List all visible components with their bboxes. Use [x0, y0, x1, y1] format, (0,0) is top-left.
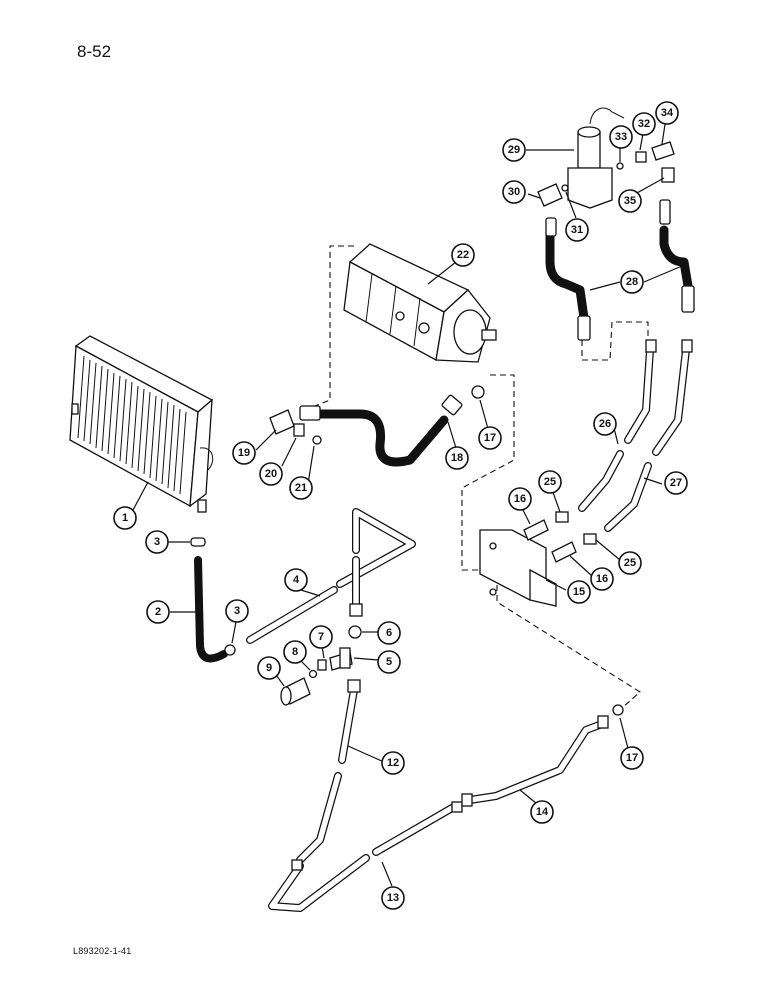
callout: 26 [593, 412, 617, 436]
drain-hose [190, 537, 236, 663]
tube-14 [461, 704, 624, 807]
callout-label: 3 [154, 536, 160, 548]
callout-label: 4 [293, 574, 300, 586]
callout-label: 29 [508, 144, 520, 156]
callout: 18 [445, 446, 469, 470]
callout: 31 [565, 218, 589, 242]
page-number: 8-52 [77, 42, 112, 61]
dashed-link-28-26 [581, 321, 649, 361]
dashed-link-15-17 [496, 585, 641, 709]
callout-label: 7 [318, 631, 324, 643]
callout: 29 [502, 138, 526, 162]
callout-label: 12 [387, 757, 399, 769]
callout-label: 13 [387, 892, 399, 904]
callout-label: 26 [599, 418, 611, 430]
pump-pressure-hose [269, 385, 485, 467]
callout-label: 8 [292, 646, 298, 658]
tee-fitting-group [280, 625, 362, 706]
callout-label: 16 [596, 573, 608, 585]
tubes-26-27 [578, 339, 693, 532]
tube-13 [268, 801, 463, 912]
callout: 34 [655, 101, 679, 125]
callout-label: 3 [234, 605, 240, 617]
callout-label: 22 [457, 249, 469, 261]
callout-label: 6 [386, 627, 392, 639]
callout-label: 14 [536, 806, 549, 818]
callout: 33 [609, 125, 633, 149]
oil-cooler [69, 335, 214, 513]
callout-label: 35 [624, 195, 636, 207]
callout: 13 [381, 886, 405, 910]
callout-label: 18 [451, 452, 463, 464]
callout: 28 [620, 270, 644, 294]
valve-hoses [545, 199, 695, 341]
callout: 7 [309, 625, 333, 649]
callout: 17 [620, 746, 644, 770]
callout-label: 30 [508, 186, 520, 198]
callout: 4 [284, 568, 308, 592]
figure-code: L893202-1-41 [73, 946, 132, 956]
callout-label: 19 [238, 447, 250, 459]
callout: 9 [257, 656, 281, 680]
callout-label: 21 [295, 482, 307, 494]
callout-label: 17 [484, 432, 496, 444]
callout: 16 [590, 567, 614, 591]
callout-label: 15 [573, 586, 585, 598]
callout: 3 [145, 530, 169, 554]
callout: 16 [508, 487, 532, 511]
callout: 25 [538, 470, 562, 494]
control-valve [537, 107, 675, 209]
callout: 27 [664, 471, 688, 495]
callout: 2 [146, 600, 170, 624]
callout-label: 27 [670, 477, 682, 489]
callout-label: 32 [638, 118, 650, 130]
callout: 15 [567, 580, 591, 604]
callout: 14 [530, 800, 554, 824]
callout: 20 [259, 462, 283, 486]
dashed-link-17-15 [461, 374, 515, 571]
callout: 12 [381, 751, 405, 775]
tube-assembly-4 [246, 508, 416, 644]
callout-label: 25 [624, 557, 636, 569]
callout-label: 20 [265, 468, 277, 480]
callout: 5 [377, 650, 401, 674]
callout: 1 [113, 506, 137, 530]
callout-label: 2 [155, 606, 161, 618]
callout-label: 28 [626, 276, 638, 288]
hydraulic-pump [343, 243, 497, 363]
callout: 30 [502, 180, 526, 204]
callout-label: 5 [386, 656, 392, 668]
callout-label: 16 [514, 493, 526, 505]
dashed-link-pump [309, 245, 354, 409]
callout: 3 [225, 599, 249, 623]
callout-label: 1 [122, 512, 128, 524]
callout-label: 33 [615, 131, 627, 143]
callout-label: 9 [266, 662, 272, 674]
leader-lines [132, 117, 683, 887]
callout: 17 [478, 426, 502, 450]
callout-label: 34 [661, 107, 674, 119]
callout-label: 31 [571, 224, 583, 236]
callout: 8 [283, 640, 307, 664]
callout: 32 [632, 112, 656, 136]
callout: 21 [289, 476, 313, 500]
callout: 19 [232, 441, 256, 465]
callout: 6 [377, 621, 401, 645]
callout-label: 25 [544, 476, 556, 488]
callout-label: 17 [626, 752, 638, 764]
callout: 22 [451, 243, 475, 267]
callout: 25 [618, 551, 642, 575]
tube-12 [296, 679, 361, 864]
mounting-bracket [479, 511, 597, 607]
callout: 35 [618, 189, 642, 213]
